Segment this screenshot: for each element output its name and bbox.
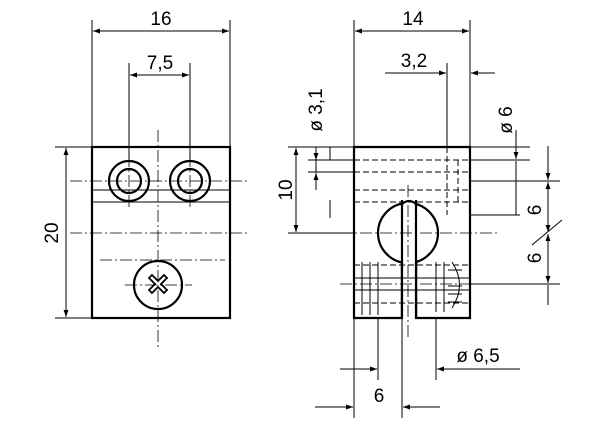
dim-side-width-label: 14: [402, 9, 424, 30]
dim-front-hole-spacing-label: 7,5: [147, 53, 173, 74]
dim-hole-diameter-side-label: ø 6: [496, 106, 517, 133]
thread-symbol-icon: [354, 261, 470, 315]
dim-hole-diameter-small-label: ø 3,1: [306, 88, 327, 131]
dim-front-height-label: 20: [42, 222, 63, 243]
dim-side-offset-label: 3,2: [401, 51, 427, 72]
dim-front-hole-spacing: 7,5: [128, 53, 191, 161]
dim-hole-spacing-vertical-label: 10: [276, 179, 297, 200]
side-slot-gap: [403, 202, 415, 318]
dim-hole-diameter-side: ø 6: [470, 106, 530, 216]
front-view: [70, 130, 250, 350]
dim-side-vertical-1-label: 6: [525, 205, 546, 216]
dim-side-vertical: 6 6: [470, 146, 563, 305]
dim-bottom-width: 6: [315, 318, 440, 418]
dim-side-vertical-2-label: 6: [525, 253, 546, 264]
dim-front-width: 16: [91, 9, 231, 147]
dim-side-width: 14: [353, 9, 471, 147]
dim-side-offset: 3,2: [385, 51, 495, 147]
side-view: [320, 145, 500, 340]
dim-bore-diameter: ø 6,5: [340, 318, 520, 380]
dim-front-width-label: 16: [150, 9, 171, 30]
dim-hole-diameter-small: ø 3,1: [306, 88, 354, 190]
dim-front-height: 20: [42, 146, 92, 319]
dim-bottom-width-label: 6: [374, 386, 385, 407]
dim-bore-diameter-label: ø 6,5: [456, 346, 499, 367]
dim-hole-spacing-vertical: 10: [276, 146, 354, 234]
